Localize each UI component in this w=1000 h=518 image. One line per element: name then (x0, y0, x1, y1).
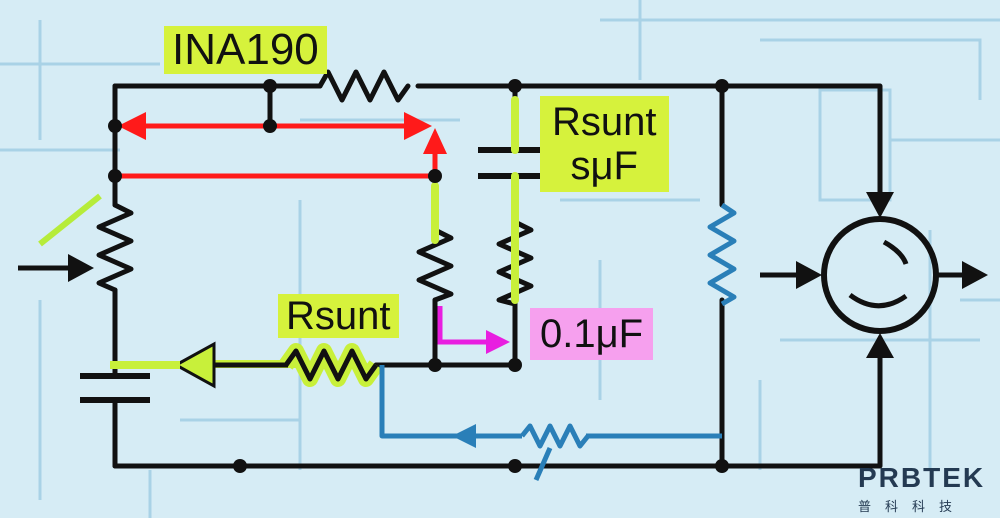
input-arrow-left (18, 254, 94, 282)
ina190-label: INA190 (164, 26, 327, 74)
rsunt-resistor-label: Rsunt (278, 294, 399, 338)
rsunt-top-line1: Rsunt (552, 100, 657, 144)
capacitor-value-label: 0.1μF (530, 308, 654, 360)
brand-logo: PRBTEK 普科科技 (858, 462, 985, 515)
main-wiring (96, 69, 883, 469)
capacitor-left (80, 373, 150, 403)
summing-block (821, 216, 939, 334)
rsunt-capacitor-label: Rsunt sμF (540, 96, 669, 192)
blue-arrow (452, 424, 476, 448)
brand-chinese: 普科科技 (858, 499, 967, 514)
block-arrows (760, 192, 988, 360)
magenta-arrow (437, 306, 510, 354)
rsunt-top-line2: sμF (570, 144, 638, 188)
return-arrow-left (110, 341, 288, 389)
red-path (115, 112, 447, 179)
green-tick (38, 193, 102, 247)
brand-name: PRBTEK (858, 462, 986, 493)
junction-dots (108, 79, 729, 473)
rsunt-resistor-mid (279, 343, 383, 387)
